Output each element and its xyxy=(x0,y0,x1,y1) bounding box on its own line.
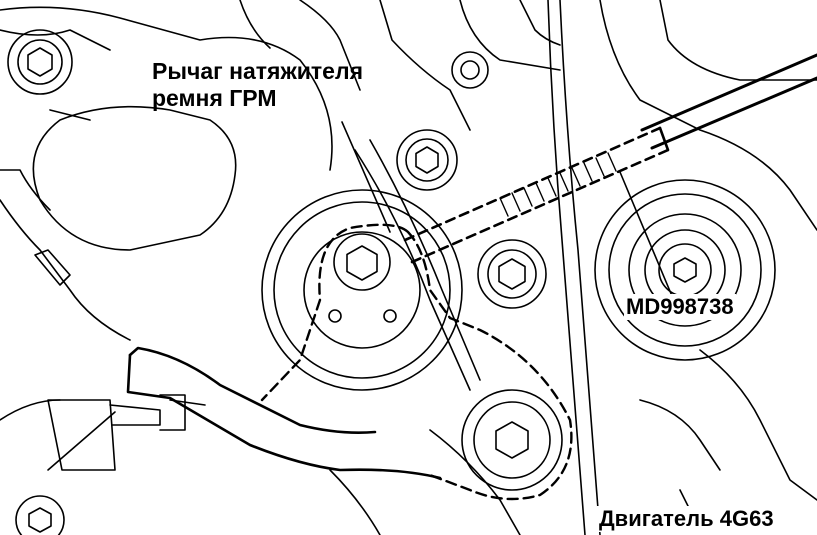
bolt-bottom-left xyxy=(15,495,65,535)
tensioner-lever-label: Рычаг натяжителя ремня ГРМ xyxy=(152,58,363,112)
engine-label: Двигатель 4G63 xyxy=(597,506,776,532)
leader-line-tool xyxy=(619,171,673,297)
tensioner-label-line1: Рычаг натяжителя xyxy=(152,58,363,84)
bolt-top-left xyxy=(7,29,73,95)
pump-housing xyxy=(32,105,237,286)
leader-line-tensioner xyxy=(341,121,391,233)
tensioner-lever-outline xyxy=(260,223,573,501)
idler-bolt xyxy=(477,239,547,309)
tensioner-pulley xyxy=(261,189,463,391)
right-pulley xyxy=(594,179,776,361)
tensioner-label-line2: ремня ГРМ xyxy=(152,85,277,112)
bolt-center xyxy=(396,129,458,191)
tool-label: MD998738 xyxy=(624,294,736,320)
special-tool-md998738 xyxy=(403,53,817,264)
sensor-bracket xyxy=(47,346,442,480)
lower-pulley xyxy=(461,389,563,491)
bolt-top-center xyxy=(451,51,489,89)
